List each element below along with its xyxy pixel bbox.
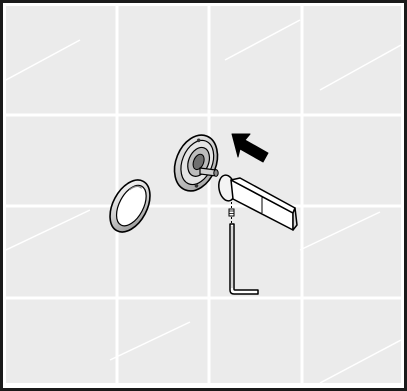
tile-glare: [6, 209, 91, 251]
tile-glare: [319, 44, 401, 91]
tile-glare: [319, 339, 401, 383]
valve-stem: [199, 167, 219, 177]
escutcheon-trim-ring: [109, 179, 151, 233]
screw-hole: [194, 184, 199, 188]
tile-glare: [224, 19, 301, 61]
tile-glare: [299, 211, 381, 251]
screw-hole: [196, 138, 201, 143]
spout: [218, 174, 298, 231]
tile-wall: [6, 6, 401, 383]
tile-glare: [6, 39, 81, 81]
tile-background: [6, 6, 401, 383]
tile-glare: [109, 321, 191, 361]
hex-allen-key: [229, 223, 259, 295]
set-screw: [228, 208, 235, 217]
direction-arrow-icon: [231, 133, 269, 163]
